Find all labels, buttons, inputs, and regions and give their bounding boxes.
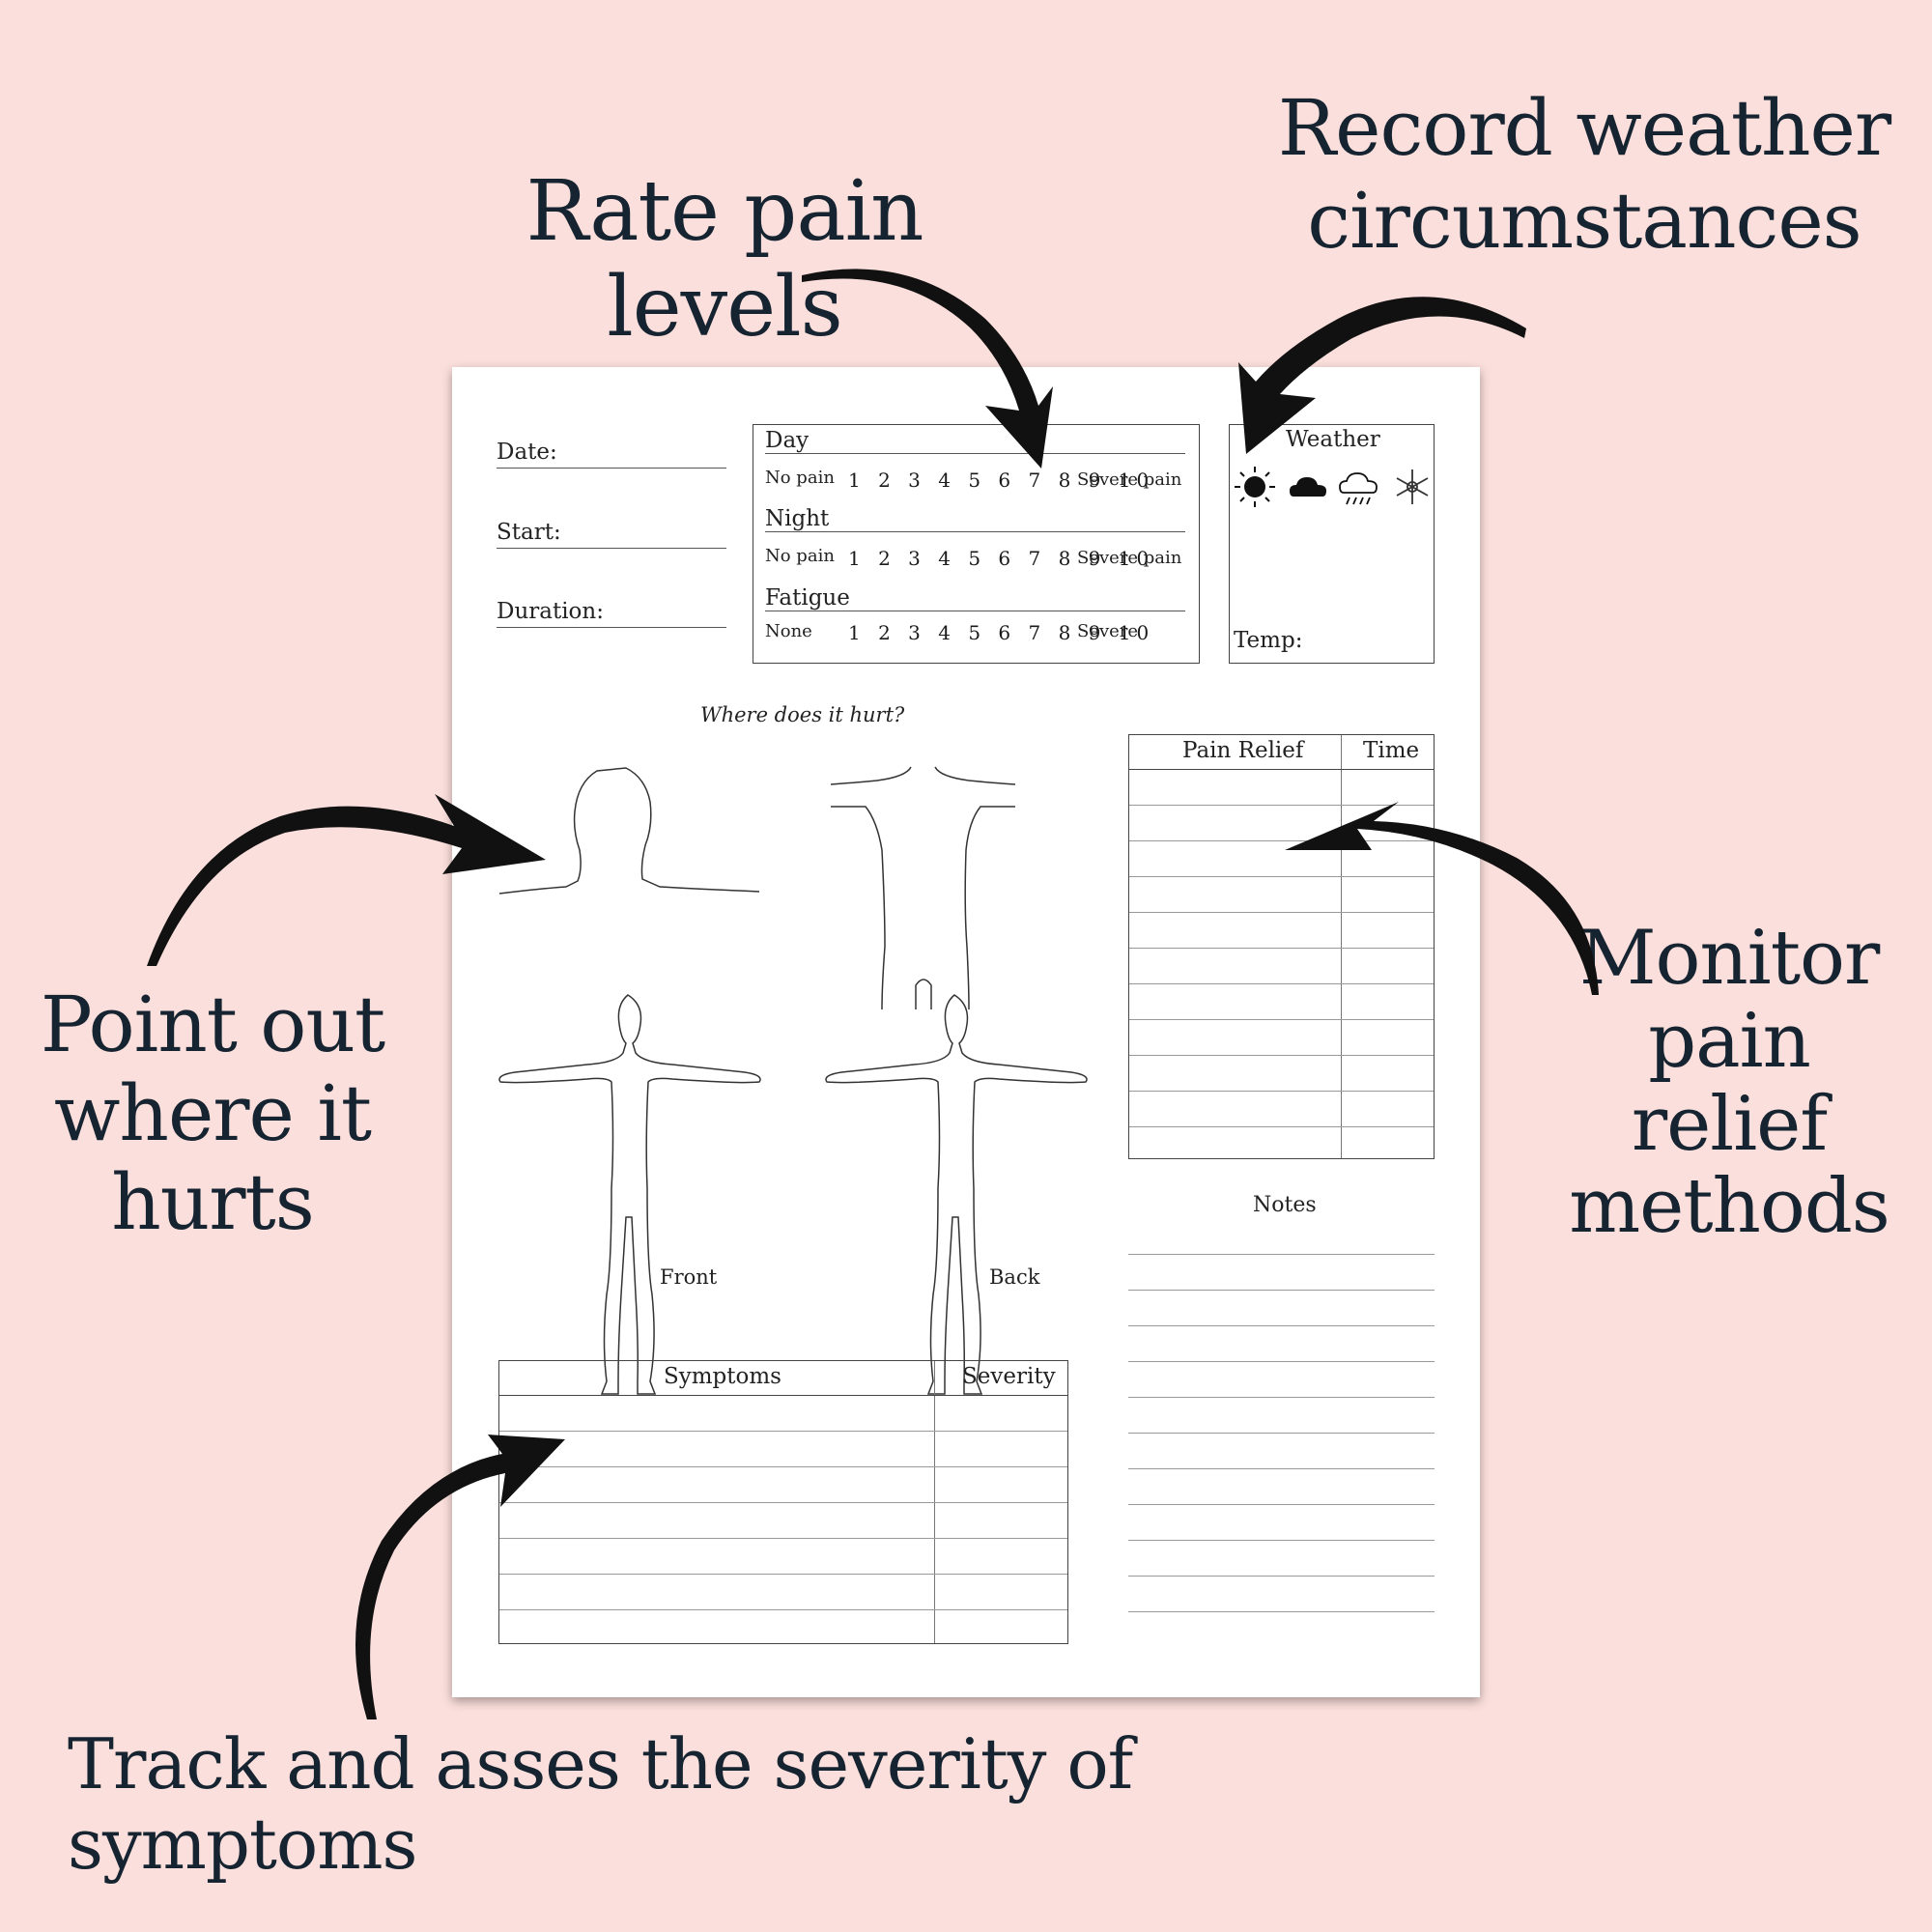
callout-weather-line2: circumstances xyxy=(1307,176,1861,266)
fatigue-none: None xyxy=(765,621,812,641)
time-header: Time xyxy=(1363,738,1420,763)
notes-line[interactable] xyxy=(1128,1576,1435,1577)
sun-icon[interactable] xyxy=(1235,467,1275,507)
day-severe-pain: Severe pain xyxy=(1077,469,1182,490)
pain-tracker-sheet: Date: Start: Duration: Day No pain 1 2 3… xyxy=(452,367,1480,1697)
symptoms-row[interactable] xyxy=(499,1538,1067,1539)
rain-icon[interactable] xyxy=(1339,472,1378,505)
symptoms-row[interactable] xyxy=(499,1466,1067,1467)
callout-weather-line1: Record weather xyxy=(1277,83,1891,173)
pain-relief-row[interactable] xyxy=(1129,876,1434,877)
pain-relief-row[interactable] xyxy=(1129,1019,1434,1020)
night-label: Night xyxy=(765,506,830,531)
duration-label: Duration: xyxy=(497,599,604,624)
symptoms-header-rule xyxy=(499,1395,1067,1396)
day-no-pain: No pain xyxy=(765,468,835,488)
notes-label: Notes xyxy=(1253,1193,1317,1217)
callout-track-symptoms: Track and asses the severity of symptoms xyxy=(68,1723,1133,1885)
callout-monitor-line3: methods xyxy=(1569,1163,1890,1251)
night-rule xyxy=(765,531,1185,532)
pain-relief-row[interactable] xyxy=(1129,840,1434,841)
notes-line[interactable] xyxy=(1128,1397,1435,1398)
pain-relief-row[interactable] xyxy=(1129,1126,1434,1127)
callout-point-line2: where it xyxy=(53,1068,372,1158)
snowflake-icon[interactable] xyxy=(1396,469,1429,504)
weather-icons xyxy=(1235,467,1429,507)
back-label: Back xyxy=(989,1265,1040,1289)
pain-relief-row[interactable] xyxy=(1129,948,1434,949)
severity-header: Severity xyxy=(962,1364,1056,1389)
fatigue-severe: Severe xyxy=(1077,621,1139,641)
pain-relief-row[interactable] xyxy=(1129,1055,1434,1056)
pain-relief-row[interactable] xyxy=(1129,1091,1434,1092)
notes-line[interactable] xyxy=(1128,1325,1435,1326)
callout-monitor-relief: Monitor pain relief methods xyxy=(1565,915,1893,1251)
duration-field[interactable] xyxy=(497,627,726,628)
cloud-icon[interactable] xyxy=(1290,477,1326,497)
body-back-figure[interactable] xyxy=(825,994,1088,1395)
notes-line[interactable] xyxy=(1128,1504,1435,1505)
symptoms-table: Symptoms Severity xyxy=(498,1360,1068,1644)
pain-relief-column-divider xyxy=(1341,735,1342,1158)
day-scale[interactable]: 1 2 3 4 5 6 7 8 9 10 xyxy=(848,469,1155,492)
day-label: Day xyxy=(765,428,810,453)
pain-relief-row[interactable] xyxy=(1129,983,1434,984)
start-label: Start: xyxy=(497,520,561,545)
fatigue-label: Fatigue xyxy=(765,585,850,611)
symptoms-row[interactable] xyxy=(499,1502,1067,1503)
night-severe-pain: Severe pain xyxy=(1077,548,1182,568)
body-front-figure[interactable] xyxy=(498,994,761,1395)
pain-relief-header-rule xyxy=(1129,769,1434,770)
torso-back-figure[interactable] xyxy=(830,766,1016,1010)
notes-line[interactable] xyxy=(1128,1433,1435,1434)
temp-label: Temp: xyxy=(1234,628,1303,653)
symptoms-row[interactable] xyxy=(499,1431,1067,1432)
callout-rate-pain: Rate pain levels xyxy=(526,163,923,355)
night-scale[interactable]: 1 2 3 4 5 6 7 8 9 10 xyxy=(848,547,1155,570)
callout-point-line1: Point out xyxy=(40,980,385,1069)
notes-line[interactable] xyxy=(1128,1468,1435,1469)
front-label: Front xyxy=(660,1265,718,1289)
callout-point-out: Point out where it hurts xyxy=(39,980,386,1247)
date-label: Date: xyxy=(497,440,557,465)
date-field[interactable] xyxy=(497,468,726,469)
pain-relief-row[interactable] xyxy=(1129,912,1434,913)
pain-relief-header: Pain Relief xyxy=(1182,738,1304,763)
callout-monitor-line2: pain relief xyxy=(1631,997,1828,1168)
symptoms-row[interactable] xyxy=(499,1574,1067,1575)
callout-point-line3: hurts xyxy=(111,1157,315,1247)
notes-line[interactable] xyxy=(1128,1540,1435,1541)
symptoms-header: Symptoms xyxy=(664,1364,781,1389)
callout-monitor-line1: Monitor xyxy=(1578,915,1881,1002)
head-shoulders-front-figure[interactable] xyxy=(498,767,760,895)
symptoms-row[interactable] xyxy=(499,1609,1067,1610)
pain-relief-row[interactable] xyxy=(1129,805,1434,806)
pain-scale-box: Day No pain 1 2 3 4 5 6 7 8 9 10 Severe … xyxy=(753,424,1200,664)
notes-line[interactable] xyxy=(1128,1254,1435,1255)
where-does-it-hurt-label: Where does it hurt? xyxy=(700,703,905,726)
night-no-pain: No pain xyxy=(765,546,835,566)
pain-relief-table: Pain Relief Time xyxy=(1128,734,1435,1159)
notes-line[interactable] xyxy=(1128,1290,1435,1291)
notes-line[interactable] xyxy=(1128,1361,1435,1362)
callout-record-weather: Record weather circumstances xyxy=(1275,82,1893,268)
fatigue-scale[interactable]: 1 2 3 4 5 6 7 8 9 10 xyxy=(848,621,1155,644)
body-diagrams xyxy=(498,766,1088,1395)
notes-line[interactable] xyxy=(1128,1611,1435,1612)
start-field[interactable] xyxy=(497,548,726,549)
